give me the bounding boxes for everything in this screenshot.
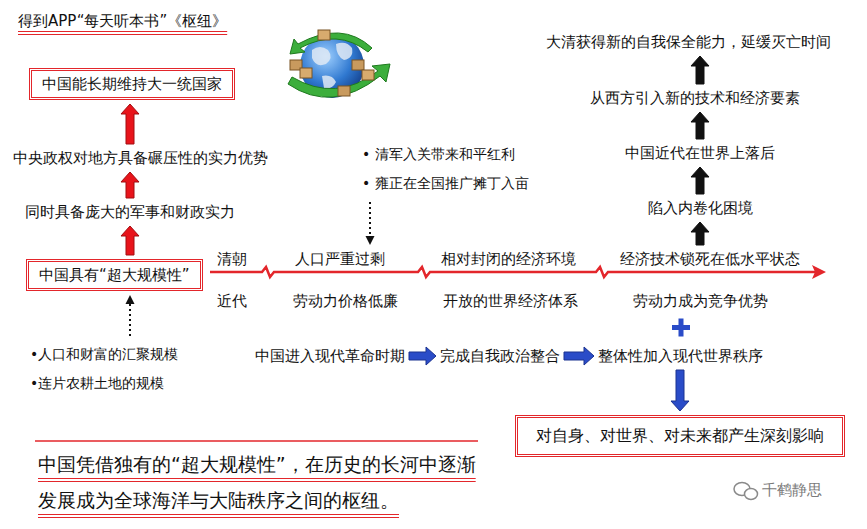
- cargo-box: [300, 68, 312, 78]
- chain-text: 整体性加入现代世界秩序: [598, 346, 763, 366]
- node-text: •连片农耕土地的规模: [30, 369, 178, 398]
- block-arrow: [671, 370, 689, 411]
- node-text: 中国具有“超大规模性”: [39, 265, 190, 285]
- node-text: 中国进入现代革命时期: [255, 346, 405, 366]
- node-text: 劳动力价格低廉: [293, 291, 398, 311]
- arrow-body: [409, 347, 436, 365]
- node-text: 中国近代在世界上落后: [625, 143, 775, 163]
- dotted-arrow: [366, 202, 375, 245]
- green-arrow: [290, 33, 372, 54]
- timeline-item: 劳动力成为竞争优势: [633, 291, 768, 311]
- plus-bar: [679, 319, 684, 337]
- block-arrow: [691, 112, 709, 139]
- dotted-line: [129, 302, 131, 336]
- globe-land: [312, 43, 352, 89]
- arrow-body: [121, 172, 139, 198]
- chain-text: 大清获得新的自我保全能力，延缓灭亡时间: [546, 32, 831, 52]
- node-text: 经济技术锁死在低水平状态: [620, 249, 800, 269]
- chain-text: 从西方引入新的技术和经济要素: [590, 88, 800, 108]
- arrow-body: [691, 167, 709, 194]
- node-text: 相对封闭的经济环境: [441, 249, 576, 269]
- era-label: 清朝: [217, 249, 247, 269]
- diagram-caption: 中国凭借独有的“超大规模性”，在历史的长河中逐渐发展成为全球海洋与大陆秩序之间的…: [38, 446, 490, 518]
- outcome-box: 对自身、对世界、对未来都产生深刻影响: [515, 415, 845, 457]
- node-text: 开放的世界经济体系: [443, 291, 578, 311]
- node-text: 完成自我政治整合: [440, 346, 560, 366]
- node-text: 从西方引入新的技术和经济要素: [590, 88, 800, 108]
- timeline-arrowhead: [812, 265, 826, 279]
- arrow-body: [121, 104, 139, 144]
- globe-illustration: [288, 30, 390, 98]
- timeline-item: 经济技术锁死在低水平状态: [620, 249, 800, 269]
- cause-text: 中央政权对地方具备碾压性的实力优势: [13, 148, 268, 168]
- timeline-line: [210, 267, 815, 277]
- cause-text: 同时具备庞大的军事和财政实力: [25, 202, 235, 222]
- node-text: • 雍正在全国推广摊丁入亩: [362, 169, 529, 198]
- node-text: • 清军入关带来和平红利: [362, 140, 529, 169]
- arrow-body: [671, 370, 689, 411]
- chain-text: 中国进入现代革命时期: [255, 346, 405, 366]
- arrow-body: [691, 222, 709, 245]
- arrowhead: [126, 295, 135, 304]
- arrow-body: [691, 56, 709, 84]
- block-arrow: [121, 104, 139, 144]
- timeline-item: 劳动力价格低廉: [293, 291, 398, 311]
- arrowhead: [366, 236, 375, 245]
- core-box: 中国具有“超大规模性”: [26, 259, 203, 291]
- node-text: •人口和财富的汇聚规模: [30, 340, 178, 369]
- cargo-box: [318, 30, 330, 40]
- bullet-list: • 清军入关带来和平红利• 雍正在全国推广摊丁入亩: [362, 140, 529, 198]
- bullet-list: •人口和财富的汇聚规模•连片农耕土地的规模: [30, 340, 178, 398]
- diagram-title: 得到APP“每天听本书”《枢纽》: [18, 10, 227, 32]
- cargo-box: [338, 86, 350, 96]
- cargo-box: [352, 60, 364, 70]
- block-arrow: [564, 347, 594, 365]
- green-arrow: [288, 64, 390, 97]
- dotted-line: [369, 202, 371, 238]
- plus-symbol: [672, 319, 690, 337]
- icon-bubble: [745, 489, 758, 500]
- node-text: 劳动力成为竞争优势: [633, 291, 768, 311]
- block-arrow: [691, 222, 709, 245]
- block-arrow: [691, 56, 709, 84]
- node-text: 同时具备庞大的军事和财政实力: [25, 202, 235, 222]
- node-text: 大清获得新的自我保全能力，延缓灭亡时间: [546, 32, 831, 52]
- node-text: 整体性加入现代世界秩序: [598, 346, 763, 366]
- block-arrow: [409, 347, 436, 365]
- node-text: 中央政权对地方具备碾压性的实力优势: [13, 148, 268, 168]
- arrow-body: [564, 347, 594, 365]
- node-text: 对自身、对世界、对未来都产生深刻影响: [528, 426, 832, 446]
- watermark: 千鹤静思: [762, 480, 822, 500]
- era-label: 近代: [217, 291, 247, 311]
- node-text: 中国能长期维持大一统国家: [42, 74, 222, 94]
- chain-text: 中国近代在世界上落后: [625, 143, 775, 163]
- block-arrow: [121, 226, 139, 255]
- chain-text: 完成自我政治整合: [440, 346, 560, 366]
- caption-rule: [35, 440, 478, 442]
- node-text: 陷入内卷化困境: [648, 198, 753, 218]
- block-arrow: [121, 172, 139, 198]
- result-box: 中国能长期维持大一统国家: [29, 68, 235, 100]
- arrow-body: [691, 112, 709, 139]
- block-arrow: [691, 167, 709, 194]
- arrow-body: [121, 226, 139, 255]
- timeline-item: 人口严重过剩: [295, 249, 385, 269]
- timeline-item: 相对封闭的经济环境: [441, 249, 576, 269]
- dotted-arrow: [126, 295, 135, 336]
- timeline-item: 开放的世界经济体系: [443, 291, 578, 311]
- node-text: 人口严重过剩: [295, 249, 385, 269]
- cargo-box: [362, 70, 374, 80]
- wechat-icon: [734, 483, 758, 500]
- chain-text: 陷入内卷化困境: [648, 198, 753, 218]
